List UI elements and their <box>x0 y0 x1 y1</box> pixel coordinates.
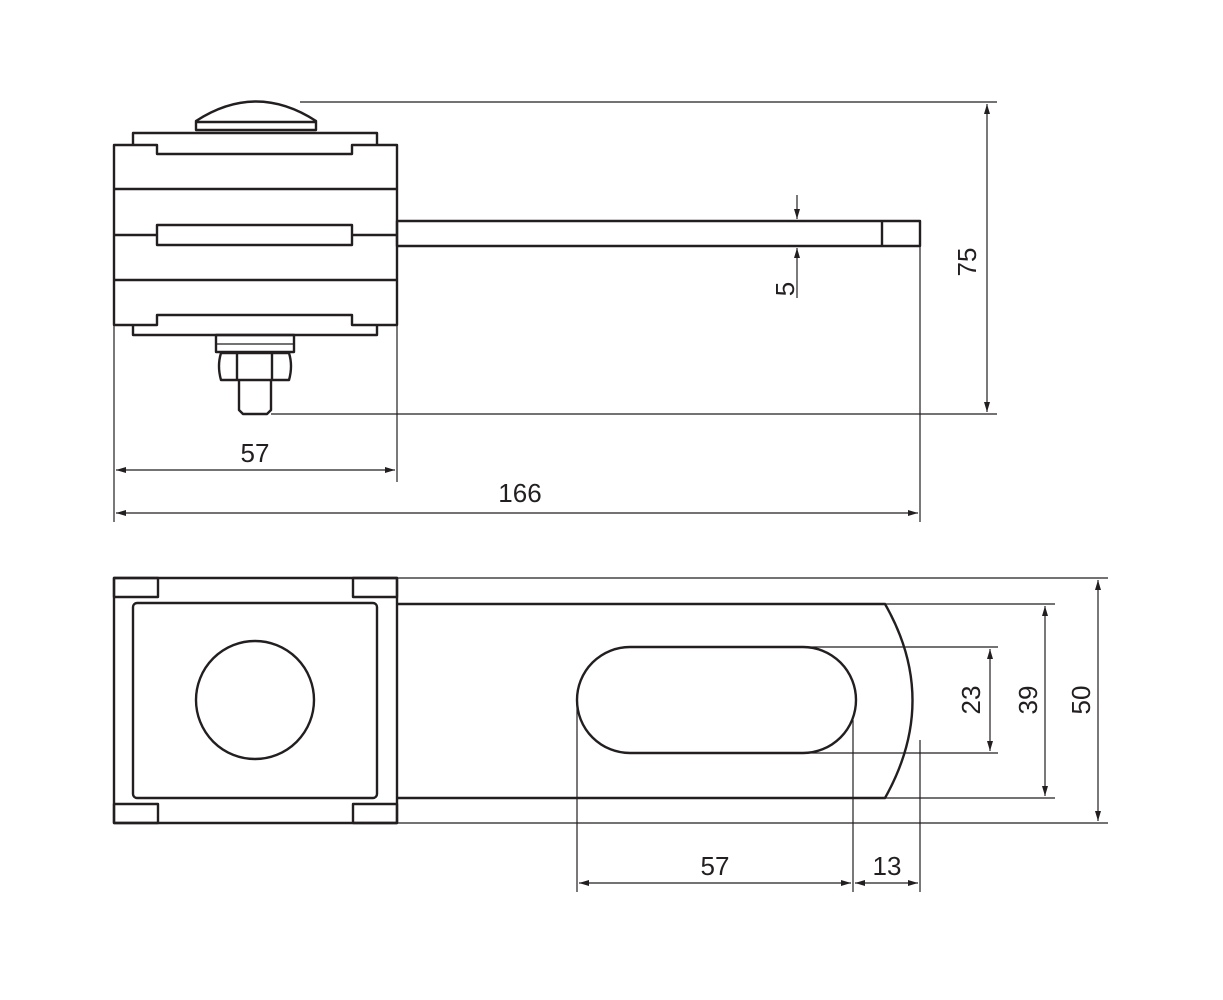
bolt-hole <box>194 639 316 761</box>
clamp-frame <box>112 576 399 825</box>
bolt-end <box>237 380 273 416</box>
dim-label-5: 5 <box>770 282 800 296</box>
dim-label-166: 166 <box>498 478 541 508</box>
dim-label-75: 75 <box>952 248 982 277</box>
bottom-plate <box>131 325 379 337</box>
dim-label-57-plan: 57 <box>701 851 730 881</box>
top-plate <box>131 131 379 145</box>
strip-slot <box>575 645 858 755</box>
cap-dome <box>194 100 318 132</box>
hex-nut <box>217 351 293 382</box>
dim-label-13: 13 <box>873 851 902 881</box>
dim-label-57-top: 57 <box>241 438 270 468</box>
middle-slot <box>114 223 397 247</box>
strip <box>395 219 922 248</box>
clamp-plate <box>131 601 379 800</box>
plan-view: 23 39 50 57 13 <box>112 576 1108 892</box>
strip-plan <box>397 602 914 800</box>
side-view: 75 5 57 166 <box>112 100 997 522</box>
dim-label-39: 39 <box>1013 686 1043 715</box>
dim-label-50: 50 <box>1066 686 1096 715</box>
dim-label-23: 23 <box>956 686 986 715</box>
